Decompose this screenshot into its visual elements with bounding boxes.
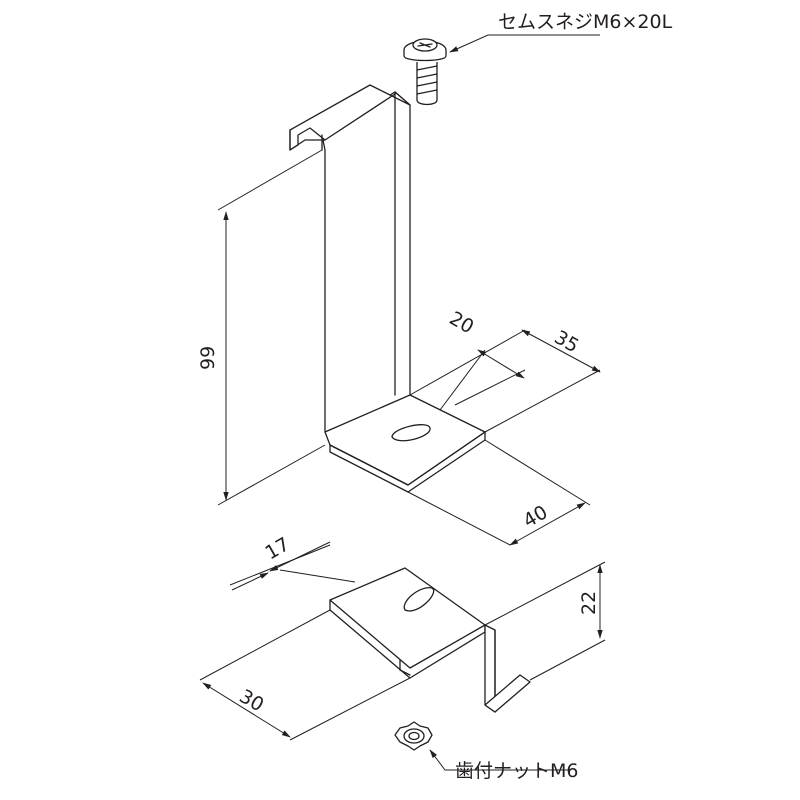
slot bbox=[403, 587, 435, 612]
dimension-small-height: 22 bbox=[484, 561, 606, 681]
dimension-height: 99 bbox=[197, 149, 326, 506]
screw-label: セムスネジM6×20L bbox=[498, 11, 673, 33]
slot bbox=[391, 424, 431, 442]
dim-slot-offset-text: 20 bbox=[446, 307, 478, 338]
screw-icon bbox=[403, 38, 447, 106]
dim-width-text: 40 bbox=[520, 501, 552, 532]
nut-label: 歯付ナットM6 bbox=[455, 760, 578, 782]
small-bracket bbox=[329, 567, 531, 713]
dim-height-text: 99 bbox=[197, 346, 219, 370]
dim-small-height-text: 22 bbox=[578, 591, 600, 615]
dim-small-width-text: 17 bbox=[262, 533, 294, 564]
dim-small-length-text: 30 bbox=[236, 685, 268, 716]
nut-icon bbox=[394, 721, 433, 751]
hook-bracket bbox=[289, 84, 486, 493]
dim-depth-text: 35 bbox=[551, 326, 583, 357]
dimension-small-width: 17 bbox=[229, 533, 356, 591]
